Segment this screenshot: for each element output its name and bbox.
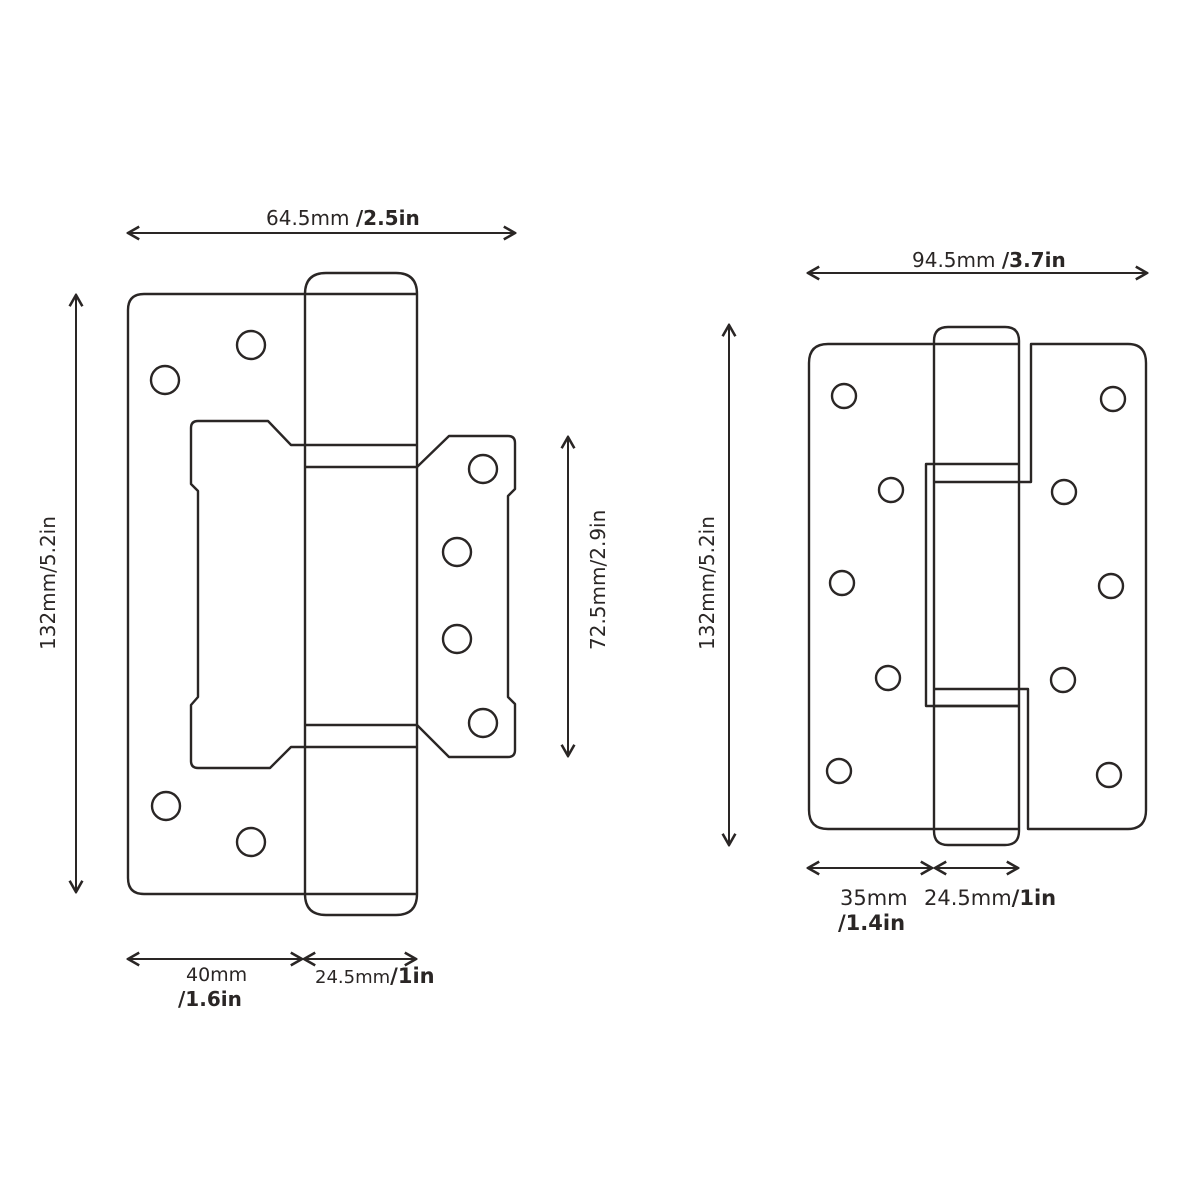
left-leaf-width-label: 40mm [186, 966, 247, 985]
leaf-width-in-text: /1.6in [178, 987, 242, 1011]
leaf-cutout [189, 419, 305, 770]
leaf-width-in-text: /1.4in [838, 911, 906, 935]
knuckle-width-mm-text: 24.5mm [924, 886, 1012, 910]
screw-holes [149, 329, 499, 858]
knuckle-barrel [932, 325, 1021, 847]
height-in-text: /5.2in [36, 516, 60, 573]
knuckle-barrel [303, 271, 419, 917]
left-hinge [76, 233, 568, 959]
flap-height-mm-text: 72.5mm [586, 566, 610, 651]
right-leaf-width-label: 35mm [840, 888, 908, 909]
knuckle-width-in-text: /1in [390, 964, 435, 988]
right-height-label: 132mm/5.2in [695, 516, 719, 650]
right-knuckle-width-label: 24.5mm/1in [924, 888, 1056, 909]
right-leaf-plate [1018, 342, 1148, 831]
left-flap-height-label: 72.5mm/2.9in [586, 509, 610, 651]
left-leaf-plate [126, 292, 305, 896]
screw-holes [825, 382, 1127, 789]
height-mm-text: 132mm [695, 572, 719, 650]
width-in-text: /2.5in [355, 206, 420, 230]
left-width-label: 64.5mm /2.5in [266, 208, 420, 228]
leaf-width-mm-text: 40mm [186, 964, 248, 986]
right-leaf-width-inch-label: /1.4in [838, 913, 905, 934]
height-mm-text: 132mm [36, 572, 60, 650]
left-knuckle-width-label: 24.5mm/1in [315, 966, 435, 987]
knuckle-width-in-text: /1in [1011, 886, 1057, 910]
left-height-label: 132mm/5.2in [36, 516, 60, 650]
knuckle-width-mm-text: 24.5mm [315, 967, 391, 988]
width-mm-text: 94.5mm [912, 248, 996, 272]
leaf-width-mm-text: 35mm [840, 886, 908, 910]
flap-height-in-text: /2.9in [586, 509, 610, 567]
left-leaf-width-inch-label: /1.6in [178, 989, 242, 1009]
height-in-text: /5.2in [695, 516, 719, 573]
left-leaf-plate [807, 342, 934, 831]
right-hinge [729, 273, 1147, 868]
width-mm-text: 64.5mm [266, 206, 350, 230]
width-in-text: /3.7in [1001, 248, 1066, 272]
right-width-label: 94.5mm /3.7in [912, 250, 1066, 270]
right-flap [416, 434, 517, 759]
